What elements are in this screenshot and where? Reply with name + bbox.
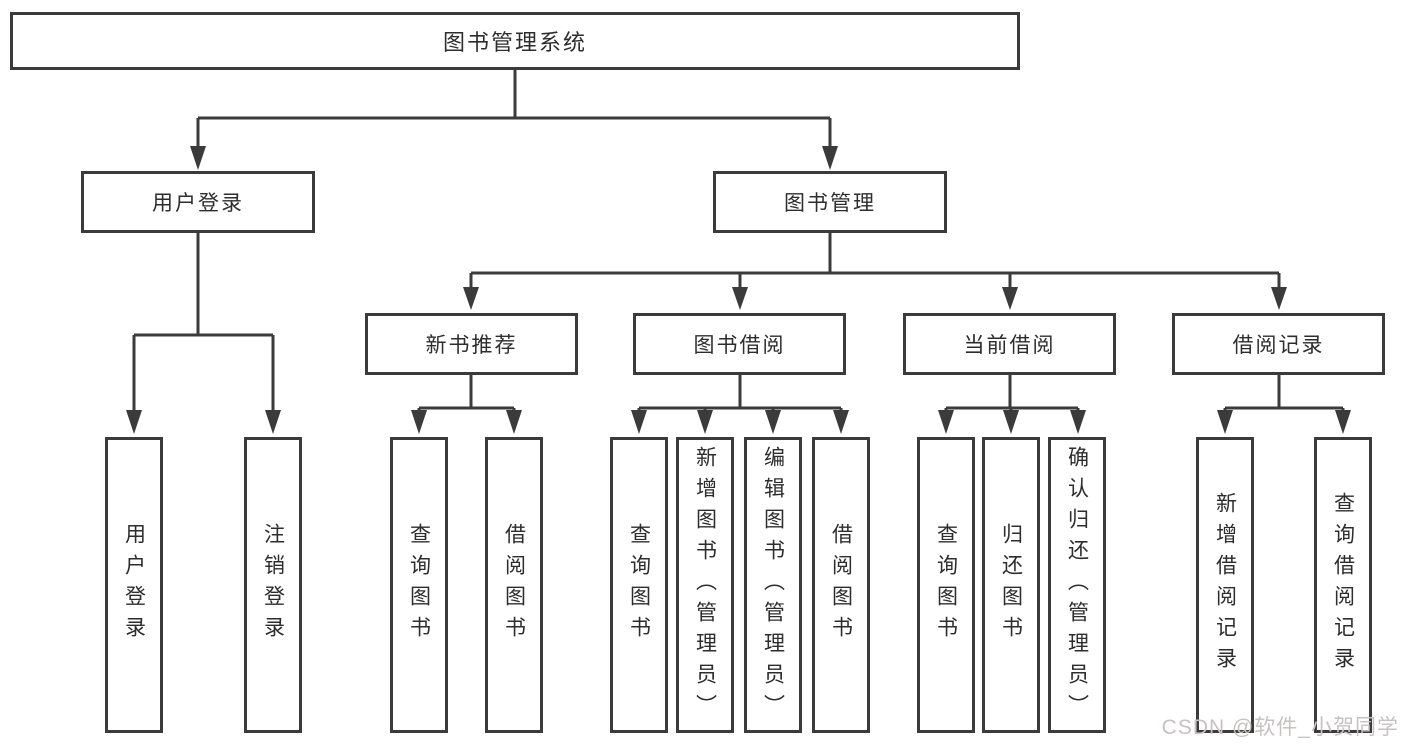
leaf-records-query-record-label: 查询借阅记录 bbox=[1331, 492, 1355, 678]
connector-new-book-recommend-to-leaves bbox=[411, 375, 522, 434]
connector-user-login-to-leaves bbox=[126, 233, 281, 434]
node-current-borrowing-label: 当前借阅 bbox=[963, 334, 1056, 357]
csdn-watermark: CSDN @软件_小贺同学 bbox=[1161, 716, 1399, 739]
leaf-borrowing-add-books-admin: 新增图书（管理员） bbox=[676, 437, 734, 733]
node-book-borrowing-label: 图书借阅 bbox=[693, 334, 786, 357]
leaf-recommend-borrow-books: 借阅图书 bbox=[485, 437, 543, 733]
node-book-management-branch-label: 图书管理 bbox=[784, 192, 876, 215]
leaf-borrowing-edit-books-admin: 编辑图书（管理员） bbox=[744, 437, 802, 733]
connector-current-borrowing-to-leaves bbox=[938, 375, 1086, 434]
leaf-borrowing-add-books-admin-label: 新增图书（管理员） bbox=[693, 445, 717, 725]
leaf-current-return-books-label: 归还图书 bbox=[999, 523, 1023, 647]
leaf-current-confirm-return-admin: 确认归还（管理员） bbox=[1048, 437, 1106, 733]
leaf-records-add-record: 新增借阅记录 bbox=[1196, 437, 1254, 733]
node-borrowing-records-label: 借阅记录 bbox=[1232, 334, 1325, 357]
leaf-current-return-books: 归还图书 bbox=[982, 437, 1040, 733]
node-user-login-branch: 用户登录 bbox=[81, 171, 315, 233]
node-new-book-recommend: 新书推荐 bbox=[365, 313, 578, 375]
connector-book-borrowing-to-leaves bbox=[631, 375, 849, 434]
node-book-borrowing: 图书借阅 bbox=[633, 313, 846, 375]
leaf-current-confirm-return-admin-label: 确认归还（管理员） bbox=[1065, 445, 1089, 725]
leaf-user-login: 用户登录 bbox=[105, 437, 163, 733]
connector-borrowing-records-to-leaves bbox=[1217, 375, 1351, 434]
connector-book-management-to-level3 bbox=[463, 233, 1287, 310]
leaf-recommend-borrow-books-label: 借阅图书 bbox=[502, 523, 526, 647]
leaf-borrowing-borrow-books-label: 借阅图书 bbox=[829, 523, 853, 647]
connector-root-to-level2 bbox=[190, 70, 838, 170]
leaf-records-add-record-label: 新增借阅记录 bbox=[1213, 492, 1237, 678]
node-book-management-branch: 图书管理 bbox=[713, 171, 947, 233]
leaf-recommend-query-books: 查询图书 bbox=[390, 437, 448, 733]
node-root-system-label: 图书管理系统 bbox=[442, 30, 587, 55]
node-current-borrowing: 当前借阅 bbox=[903, 313, 1116, 375]
leaf-borrowing-borrow-books: 借阅图书 bbox=[812, 437, 870, 733]
leaf-borrowing-query-books-label: 查询图书 bbox=[627, 523, 651, 647]
leaf-borrowing-edit-books-admin-label: 编辑图书（管理员） bbox=[761, 445, 785, 725]
leaf-user-login-label: 用户登录 bbox=[122, 523, 146, 647]
node-new-book-recommend-label: 新书推荐 bbox=[425, 334, 518, 357]
node-borrowing-records: 借阅记录 bbox=[1172, 313, 1385, 375]
leaf-current-query-books-label: 查询图书 bbox=[934, 523, 958, 647]
leaf-logout: 注销登录 bbox=[244, 437, 302, 733]
leaf-borrowing-query-books: 查询图书 bbox=[610, 437, 668, 733]
node-user-login-branch-label: 用户登录 bbox=[152, 192, 244, 215]
leaf-logout-label: 注销登录 bbox=[261, 523, 285, 647]
leaf-current-query-books: 查询图书 bbox=[917, 437, 975, 733]
leaf-recommend-query-books-label: 查询图书 bbox=[407, 523, 431, 647]
node-root-system: 图书管理系统 bbox=[10, 12, 1020, 70]
leaf-records-query-record: 查询借阅记录 bbox=[1314, 437, 1372, 733]
